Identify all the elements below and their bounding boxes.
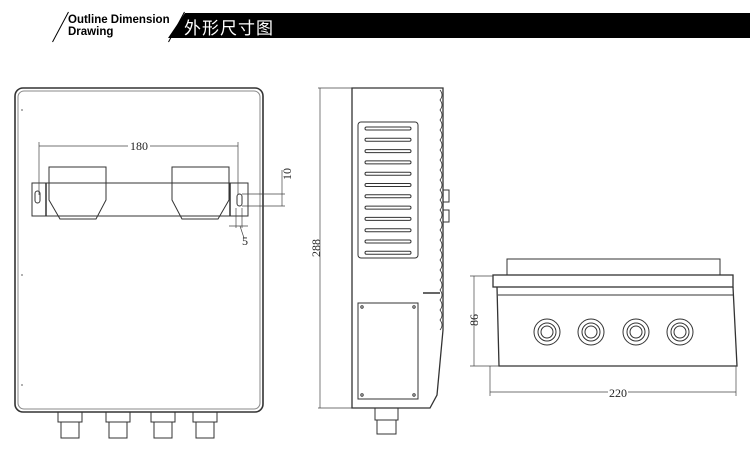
vent-slot: [364, 137, 412, 142]
dimension-10: [242, 170, 285, 207]
dim-label-180: 180: [130, 139, 148, 153]
header-bar: [168, 13, 750, 38]
cable-gland: [622, 318, 650, 346]
cable-gland: [666, 318, 694, 346]
dim-label-10: 10: [280, 168, 294, 180]
dim-label-86: 86: [467, 314, 481, 326]
cable-gland: [673, 325, 687, 339]
dimension-288: [318, 87, 352, 409]
cable-gland: [540, 325, 554, 339]
dimension-86: [470, 275, 499, 367]
dim-label-5: 5: [242, 234, 248, 248]
vent-slot: [364, 149, 412, 154]
vent-slot: [364, 183, 412, 187]
mounting-bracket: [31, 166, 249, 220]
vent-grille: [357, 121, 419, 259]
cable-gland: [533, 318, 561, 346]
dim-label-220: 220: [609, 386, 627, 400]
side-panel: [357, 302, 419, 400]
vent-slot: [364, 171, 412, 176]
vent-slot: [364, 194, 412, 199]
cable-gland: [670, 322, 690, 342]
vent-slot: [364, 228, 412, 233]
header-title-en-line2: Drawing: [68, 26, 114, 38]
cable-gland: [626, 322, 646, 342]
cable-gland: [581, 322, 601, 342]
vent-slot: [364, 250, 412, 255]
cable-gland-side: [374, 408, 399, 435]
cable-gland: [584, 325, 598, 339]
vent-slot: [364, 160, 412, 165]
cable-gland: [577, 318, 605, 346]
header-title-en-line1: Outline Dimension: [68, 14, 170, 26]
cable-glands-front: [57, 412, 218, 439]
header-title-en: Outline Dimension Drawing: [68, 14, 170, 38]
cable-glands-bottom: [533, 318, 694, 346]
cable-gland: [537, 322, 557, 342]
dimension-220: [489, 366, 737, 396]
side-view: [318, 87, 450, 435]
cable-gland: [629, 325, 643, 339]
dim-label-288: 288: [309, 239, 323, 257]
dimension-180: [38, 142, 239, 195]
front-view: [14, 87, 285, 439]
dimension-5: [229, 208, 248, 239]
vent-slot: [364, 205, 412, 210]
vent-slot: [364, 126, 412, 131]
vent-slot: [364, 216, 412, 221]
vent-slot: [364, 239, 412, 244]
header-title-zh: 外形尺寸图: [184, 19, 274, 39]
bottom-view: [470, 258, 738, 396]
